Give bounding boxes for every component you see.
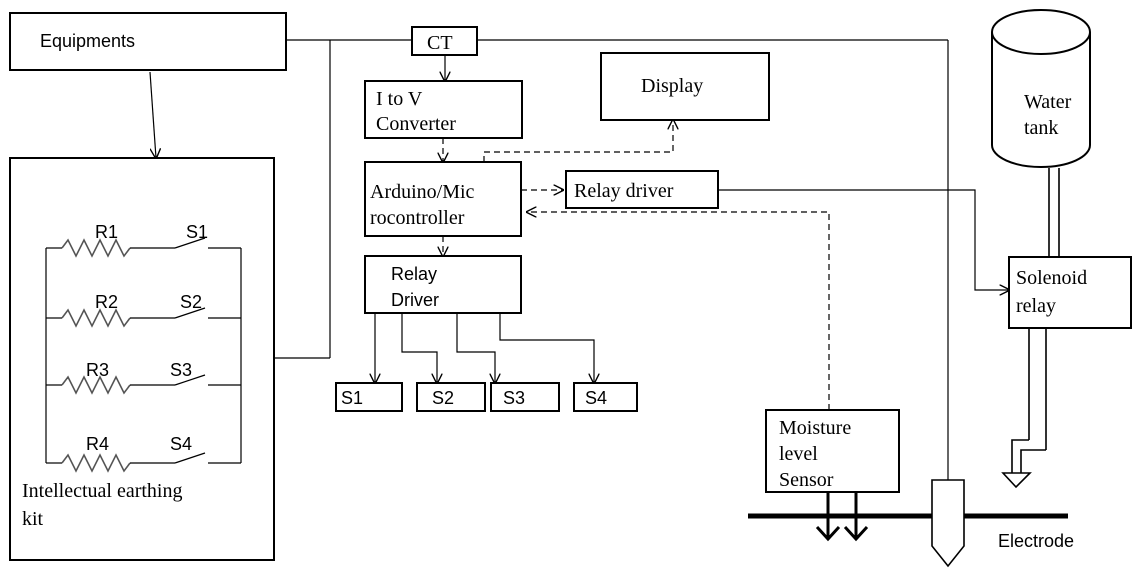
switch-s1-label: S1 (186, 222, 208, 242)
i-to-v-line2: Converter (376, 113, 456, 135)
arrow-equipments-kit (149, 71, 156, 158)
kit-circuit: R1 S1 R2 S2 R3 S3 R4 S4 (45, 222, 242, 473)
equipments-box (9, 12, 287, 71)
output-s1-box (335, 382, 403, 412)
arrow-moisture-arduino (527, 212, 830, 410)
switch-s4-icon (174, 452, 206, 464)
i-to-v-converter-box (364, 80, 523, 139)
switch-s3-icon (174, 374, 206, 386)
moisture-sensor-box (765, 409, 900, 493)
ct-box (411, 26, 478, 56)
arrow-relay-s3 (456, 313, 495, 383)
output-s4-box (573, 382, 638, 412)
switch-s3-label: S3 (170, 360, 192, 380)
water-outlet-arrow (1001, 472, 1032, 489)
sensor-probe-2-head (843, 525, 869, 542)
relay-driver-top-box (565, 170, 719, 209)
ct-label: CT (427, 32, 453, 54)
relay-driver-top-label: Relay driver (574, 180, 674, 202)
water-tank-top (991, 9, 1091, 55)
relay-driver-mid-line2: Driver (391, 290, 439, 310)
switch-s4-label: S4 (170, 434, 192, 454)
solenoid-relay-box (1008, 256, 1132, 329)
pipe-elbow-inner (1011, 439, 1029, 473)
output-s2-label: S2 (432, 388, 454, 408)
resistor-r3-icon (61, 375, 131, 395)
output-s3-box (490, 382, 560, 412)
ground-area (748, 479, 1068, 568)
relay-driver-mid-line1: Relay (391, 264, 437, 284)
i-to-v-line1: I to V (376, 88, 423, 110)
solenoid-line1: Solenoid (1016, 267, 1087, 289)
sensor-probe-1-head (815, 525, 841, 542)
kit-label-line1: Intellectual earthing (22, 480, 182, 502)
kit-label-line2: kit (22, 508, 44, 530)
resistor-r1-label: R1 (95, 222, 118, 242)
arrow-relay-s4 (499, 313, 594, 383)
moisture-line2: level (779, 443, 818, 465)
resistor-r3-label: R3 (86, 360, 109, 380)
electrode-label: Electrode (998, 531, 1074, 551)
arrow-relaydriver-solenoid (718, 189, 1009, 290)
moisture-line1: Moisture (779, 417, 851, 439)
display-label: Display (641, 75, 703, 97)
arduino-line2: rocontroller (370, 207, 465, 229)
arduino-line1: Arduino/Mic (370, 181, 475, 203)
relay-driver-mid-box (364, 255, 522, 314)
output-s1-label: S1 (341, 388, 363, 408)
resistor-r2-label: R2 (95, 292, 118, 312)
arduino-box (364, 161, 522, 237)
moisture-line3: Sensor (779, 469, 834, 491)
output-s2-box (416, 382, 486, 412)
equipments-label: Equipments (40, 31, 135, 51)
switch-s1-icon (174, 237, 206, 249)
arrow-arduino-display (483, 120, 673, 162)
water-tank-line2: tank (1024, 117, 1058, 139)
wires (149, 39, 1060, 489)
solenoid-line2: relay (1016, 295, 1056, 317)
display-box (600, 52, 770, 121)
output-s3-label: S3 (503, 388, 525, 408)
output-s4-label: S4 (585, 388, 607, 408)
electrode-icon (931, 479, 965, 568)
switch-s2-label: S2 (180, 292, 202, 312)
switch-s2-icon (174, 307, 206, 319)
arrow-relay-s2 (401, 313, 437, 383)
resistor-r2-icon (61, 308, 131, 328)
water-tank-body (991, 32, 1091, 168)
pipe-elbow-outer (1020, 449, 1046, 473)
resistor-r1-icon (61, 238, 131, 258)
water-tank-line1: Water (1024, 91, 1072, 113)
resistor-r4-icon (61, 453, 131, 473)
resistor-r4-label: R4 (86, 434, 109, 454)
earthing-kit-box (9, 157, 275, 561)
